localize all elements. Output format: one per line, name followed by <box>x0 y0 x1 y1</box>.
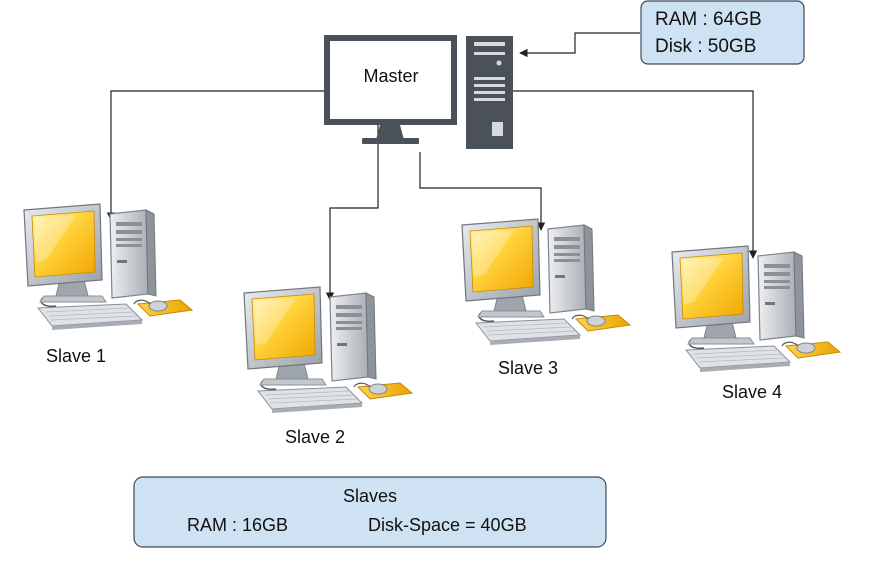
slave-1-label: Slave 1 <box>46 346 106 366</box>
server-tower-icon <box>466 36 513 149</box>
server-ram-label: RAM : 64GB <box>655 9 762 30</box>
slave-2-label: Slave 2 <box>285 427 345 447</box>
desktop-computer-icon <box>461 218 631 346</box>
slave-4-label: Slave 4 <box>722 382 782 402</box>
slave-3-label: Slave 3 <box>498 358 558 378</box>
slave-3: Slave 3 <box>461 218 631 378</box>
master-label: Master <box>363 66 418 86</box>
slaves-specs-box: Slaves RAM : 16GB Disk-Space = 40GB <box>133 476 607 548</box>
master-monitor: Master <box>324 35 457 144</box>
slave-2: Slave 2 <box>243 286 413 447</box>
edge-master-to-slave-3 <box>419 152 546 231</box>
edge-master-to-slave-1 <box>106 90 327 221</box>
monitor-icon <box>324 35 457 144</box>
desktop-computer-icon <box>243 286 413 414</box>
edge-server-to-slave-4 <box>512 90 758 259</box>
desktop-computer-icon <box>23 203 193 331</box>
desktop-computer-icon <box>671 245 841 373</box>
slaves-ram-label: RAM : 16GB <box>187 515 288 535</box>
server-specs-box: RAM : 64GB Disk : 50GB <box>640 0 805 65</box>
slaves-disk-label: Disk-Space = 40GB <box>368 515 527 535</box>
edge-specs-to-server <box>519 32 640 58</box>
edge-master-to-slave-2 <box>325 122 379 301</box>
slave-1: Slave 1 <box>23 203 193 366</box>
connection-edges <box>106 32 758 301</box>
slaves-specs-title: Slaves <box>343 486 397 506</box>
server-disk-label: Disk : 50GB <box>655 36 756 57</box>
slave-4: Slave 4 <box>671 245 841 402</box>
